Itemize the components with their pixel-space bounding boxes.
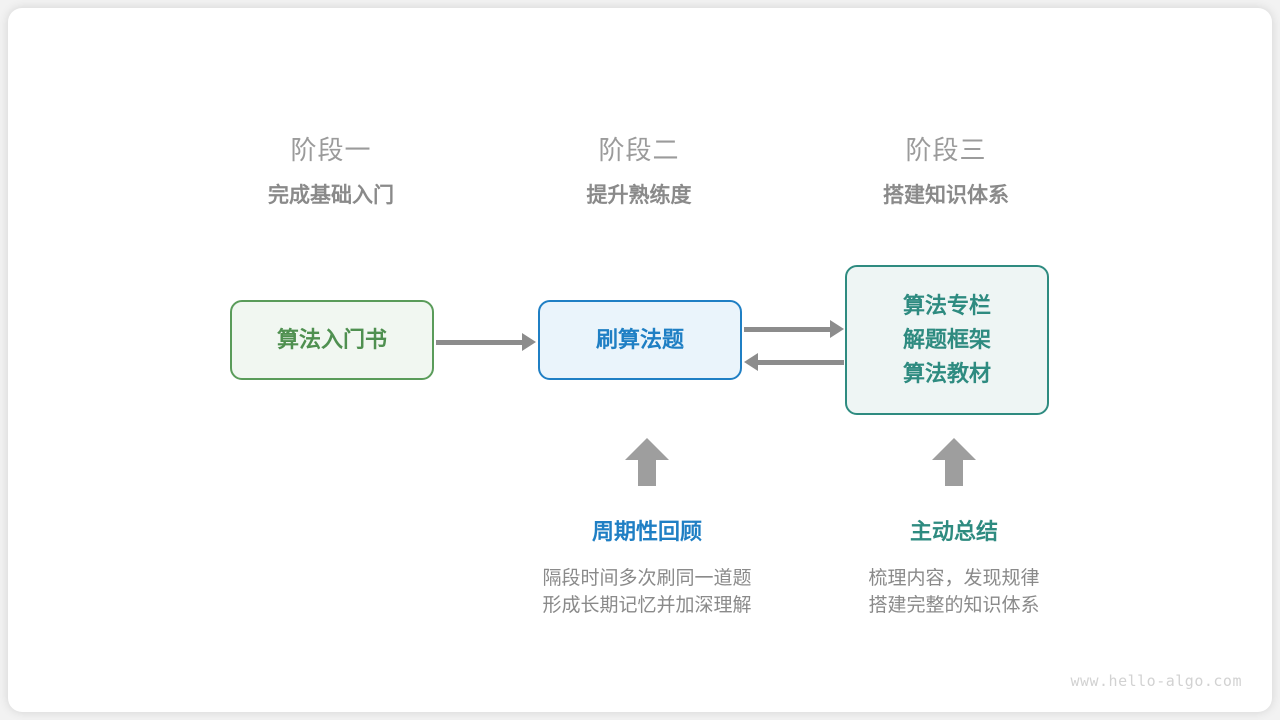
up-arrow-active-summary [932, 438, 976, 486]
box-knowledge-resources-line-1: 算法专栏 [902, 293, 991, 318]
note-active-summary: 主动总结 梳理内容，发现规律 搭建完整的知识体系 [794, 517, 1114, 619]
stage-subtitle-1: 完成基础入门 [268, 184, 394, 207]
arrow-shaft [436, 340, 524, 345]
up-arrow-tip [625, 438, 669, 460]
watermark-url: www.hello-algo.com [1070, 672, 1242, 690]
arrow-book-to-practice [436, 331, 536, 351]
stage-title-2: 阶段二 [598, 135, 680, 165]
up-arrow-stem [638, 458, 656, 486]
note-active-summary-desc-line-1: 梳理内容，发现规律 [868, 568, 1040, 589]
box-practice-problems[interactable]: 刷算法题 [538, 300, 742, 380]
diagram-card: 阶段一 完成基础入门 阶段二 提升熟练度 阶段三 搭建知识体系 算法入门书 刷算… [8, 8, 1272, 712]
up-arrow-tip [932, 438, 976, 460]
stage-header-2: 阶段二 提升熟练度 [509, 133, 769, 211]
note-periodic-review-desc: 隔段时间多次刷同一道题 形成长期记忆并加深理解 [487, 565, 807, 619]
stage-title-1: 阶段一 [290, 135, 372, 165]
box-practice-problems-line-1: 刷算法题 [595, 327, 684, 352]
stage-subtitle-2: 提升熟练度 [586, 184, 692, 207]
stage-header-1: 阶段一 完成基础入门 [201, 133, 461, 211]
note-periodic-review: 周期性回顾 隔段时间多次刷同一道题 形成长期记忆并加深理解 [487, 517, 807, 619]
note-periodic-review-title: 周期性回顾 [591, 519, 702, 544]
up-arrow-periodic-review [625, 438, 669, 486]
note-periodic-review-desc-line-1: 隔段时间多次刷同一道题 [542, 568, 752, 589]
box-knowledge-resources-line-3: 算法教材 [902, 361, 991, 386]
arrow-head [744, 353, 758, 371]
stage-header-3: 阶段三 搭建知识体系 [816, 133, 1076, 211]
arrow-practice-to-resources [744, 318, 844, 338]
box-intro-book-line-1: 算法入门书 [276, 327, 387, 352]
arrow-head [522, 333, 536, 351]
box-intro-book[interactable]: 算法入门书 [230, 300, 434, 380]
arrow-head [830, 320, 844, 338]
note-active-summary-desc: 梳理内容，发现规律 搭建完整的知识体系 [794, 565, 1114, 619]
note-active-summary-desc-line-2: 搭建完整的知识体系 [868, 595, 1040, 616]
arrow-shaft [756, 360, 844, 365]
box-knowledge-resources-line-2: 解题框架 [902, 327, 991, 352]
stage-subtitle-3: 搭建知识体系 [883, 184, 1009, 207]
arrow-shaft [744, 327, 832, 332]
note-active-summary-title: 主动总结 [909, 519, 998, 544]
box-knowledge-resources[interactable]: 算法专栏 解题框架 算法教材 [845, 265, 1049, 415]
arrow-resources-to-practice [744, 351, 844, 371]
note-periodic-review-desc-line-2: 形成长期记忆并加深理解 [542, 595, 752, 616]
up-arrow-stem [945, 458, 963, 486]
stage-title-3: 阶段三 [905, 135, 987, 165]
